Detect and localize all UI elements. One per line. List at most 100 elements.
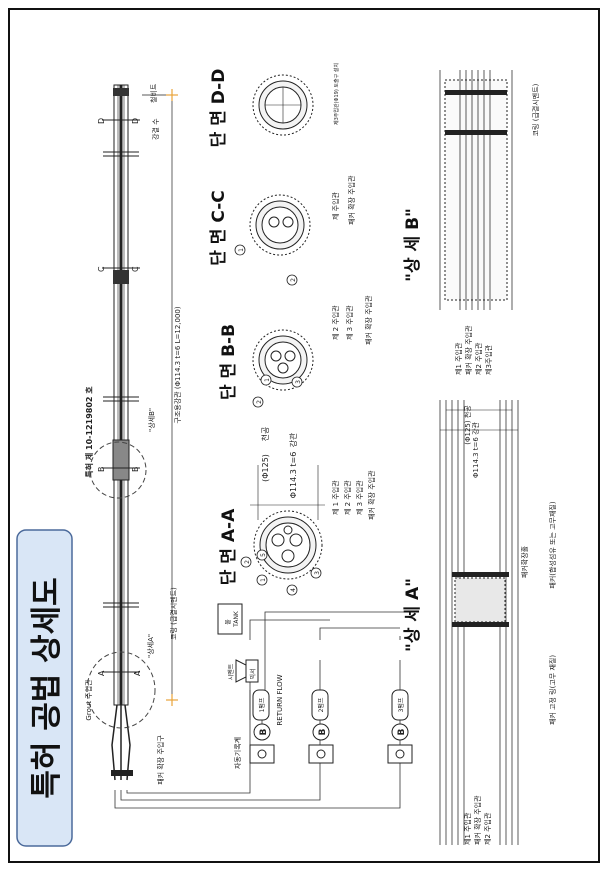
aa-legend-4: 패커 확장 주입관 bbox=[367, 470, 376, 520]
main-pipe: A A B B C C D D bbox=[86, 84, 178, 781]
cement-label: 시멘트 bbox=[227, 663, 235, 680]
outer-border bbox=[8, 8, 600, 863]
valve-1 bbox=[253, 723, 271, 741]
pump-2-label: 2펌프 bbox=[318, 697, 325, 712]
section-a-marker-2: A bbox=[133, 670, 142, 676]
section-d-marker-2: D bbox=[131, 118, 140, 124]
section-dd-title: 단 면 D-D bbox=[209, 69, 229, 148]
bb-num-2: 2 bbox=[256, 400, 263, 404]
aa-dim-inner-note: 강관 bbox=[288, 432, 298, 447]
title-box: 특허 공법 상세도 bbox=[16, 529, 73, 847]
section-dd: 단 면 D-D 제3주입관(Φ19) 토출구 설치 bbox=[209, 63, 340, 147]
packer-inlet-label: 패커 확장 주입구 bbox=[156, 735, 165, 785]
packer-c bbox=[113, 88, 129, 96]
aa-legend-1: 제 1 주입관 bbox=[331, 480, 340, 515]
section-d-marker: D bbox=[97, 118, 106, 124]
packer-b bbox=[113, 270, 129, 284]
section-cc: 단 면 C-C 제 주입관 패커 확장 주입관 1 2 bbox=[209, 175, 356, 286]
bb-legend-2: 제 3 주입관 bbox=[345, 305, 354, 340]
aa-legend-3: 제 3 주입관 bbox=[355, 480, 364, 515]
return-flow-label: RETURN FLOW bbox=[276, 674, 284, 725]
section-cc-title: 단 면 C-C bbox=[209, 190, 229, 266]
section-bb: 단 면 B-B 제 2 주입관 제 3 주입관 패커 확장 주입관 1 2 3 bbox=[219, 295, 373, 408]
detail-a: "상 세 A" Φ114.3 t=6 강관 (Φ125) 천공 패커확장홀 패커… bbox=[403, 400, 557, 845]
water-label: 강결 수 bbox=[151, 118, 160, 140]
cc-legend-2: 패커 확장 주입관 bbox=[347, 175, 356, 225]
valve-1-label: B bbox=[259, 728, 269, 735]
detail-a-dim1: (Φ125) 천공 bbox=[463, 405, 472, 445]
detail-a-legend-1: 제1 주입관 bbox=[463, 812, 472, 845]
recorder-2 bbox=[308, 744, 334, 764]
detail-a-legend-3: 제2 주입관 bbox=[483, 812, 492, 845]
valve-3 bbox=[391, 723, 409, 741]
detail-a-ref: "상세A" bbox=[146, 634, 155, 658]
detail-b: "상 세 B" 코링 (급결시멘트) 제1 주입관 패커 확장 주입관 제2 주… bbox=[403, 70, 540, 375]
cover-label: 철비트 bbox=[149, 83, 158, 103]
aa-num-1: 1 bbox=[260, 578, 267, 582]
valve-3-label: B bbox=[397, 728, 407, 735]
detail-b-legend-2: 패커 확장 주입관 bbox=[464, 325, 473, 375]
detail-b-core bbox=[444, 79, 508, 301]
section-aa-title: 단 면 A-A bbox=[219, 508, 239, 585]
valve-2 bbox=[312, 723, 330, 741]
bb-num-1: 1 bbox=[264, 378, 271, 382]
section-b-marker: B bbox=[97, 467, 106, 473]
detail-a-title: "상 세 A" bbox=[403, 578, 423, 652]
pump-2 bbox=[311, 689, 329, 721]
recorder-label: 자동기록계 bbox=[233, 737, 242, 769]
section-bb-title: 단 면 B-B bbox=[219, 324, 239, 400]
cc-num-2: 2 bbox=[290, 278, 297, 282]
section-a-marker: A bbox=[97, 670, 106, 676]
packer-material-label: 패커(합성섬유 또는 고무재질) bbox=[548, 501, 557, 588]
detail-b-legend-3: 제2 주입관 bbox=[474, 342, 483, 375]
equipment-group: 물 TANK 믹서 시멘트 1펌프 2펌프 3펌프 RETURN FLOW 자동… bbox=[114, 603, 415, 809]
cc-num-1: 1 bbox=[238, 248, 245, 252]
patent-number: 특허 제 10-1219802 호 bbox=[84, 386, 94, 478]
bb-legend-3: 패커 확장 주입관 bbox=[364, 295, 373, 345]
dd-note: 제3주입관(Φ19) 토출구 설치 bbox=[333, 63, 340, 125]
packer-a bbox=[112, 439, 130, 481]
aa-num-2: 2 bbox=[244, 560, 251, 564]
mixer-label: 믹서 bbox=[249, 668, 257, 679]
aa-dim-inner: Φ114.3 t=6 bbox=[289, 452, 298, 499]
detail-a-legend-2: 패커 확장 주입관 bbox=[473, 795, 482, 845]
section-c-marker: C bbox=[97, 266, 106, 272]
bb-num-3: 3 bbox=[295, 380, 302, 384]
page-title: 특허 공법 상세도 bbox=[29, 577, 65, 798]
aa-legend-2: 제 2 주입관 bbox=[343, 480, 352, 515]
grout-inlet-label: Grout 주입관 bbox=[84, 679, 93, 721]
section-aa: 단 면 A-A (Φ125) 천공 Φ114.3 t=6 강관 제 1 주입관 … bbox=[219, 427, 376, 596]
detail-b-legend-4: 제3주입관 bbox=[484, 344, 493, 375]
detail-a-circle bbox=[86, 651, 156, 729]
detail-b-ref: "상세B" bbox=[147, 408, 156, 432]
detail-a-dim2: Φ114.3 t=6 강관 bbox=[471, 421, 480, 478]
tank-label: TANK bbox=[233, 610, 240, 628]
aa-num-3: 3 bbox=[314, 571, 321, 575]
pump-3 bbox=[391, 689, 409, 721]
recorder-1 bbox=[249, 744, 275, 764]
detail-b-legend-1: 제1 주입관 bbox=[454, 342, 463, 375]
water-tank bbox=[217, 603, 243, 635]
detail-b-circle bbox=[89, 441, 147, 499]
aa-dim-outer: (Φ125) bbox=[261, 454, 270, 482]
coring-label: 코링 (급결시멘트) bbox=[169, 587, 178, 640]
section-c-marker-2: C bbox=[131, 266, 140, 272]
bb-legend-1: 제 2 주입관 bbox=[331, 305, 340, 340]
recorder-3 bbox=[387, 744, 413, 764]
pump-3-label: 3펌프 bbox=[398, 697, 405, 712]
pump-1-label: 1펌프 bbox=[259, 697, 266, 712]
cc-legend-1: 제 주입관 bbox=[331, 191, 340, 220]
detail-b-coring-label: 코링 (급결시멘트) bbox=[531, 83, 540, 136]
aa-num-4: 4 bbox=[290, 588, 297, 592]
section-b-marker-2: B bbox=[131, 467, 140, 473]
valve-2-label: B bbox=[318, 728, 328, 735]
aa-num-5: 5 bbox=[260, 553, 267, 557]
structure-pipe-label: 구조용강관 (Φ114.3 t=6 L=12,000) bbox=[173, 306, 182, 423]
cement-hopper bbox=[235, 659, 247, 683]
detail-a-packer bbox=[454, 577, 506, 623]
pump-1 bbox=[252, 689, 270, 721]
packer-hole-label: 패커확장홀 bbox=[520, 545, 529, 578]
detail-b-title: "상 세 B" bbox=[403, 208, 423, 282]
aa-dim-outer-note: 천공 bbox=[260, 427, 270, 442]
